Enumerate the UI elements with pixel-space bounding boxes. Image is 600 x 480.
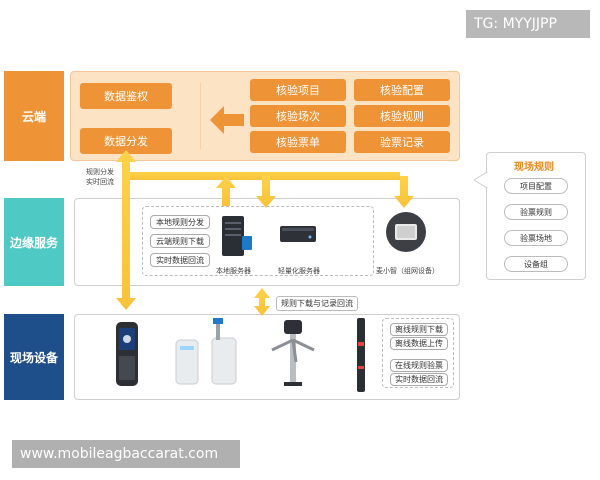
watermark-bottom: www.mobileagbaccarat.com bbox=[20, 446, 219, 462]
offline-rule-download-tag: 离线规则下载 bbox=[390, 323, 448, 336]
handheld-terminal-icon bbox=[116, 322, 138, 386]
router-label: 麦小智（组网设备） bbox=[376, 267, 439, 275]
rule-item-device-group[interactable]: 设备组 bbox=[504, 256, 568, 272]
check-session-button[interactable]: 核验场次 bbox=[250, 105, 346, 127]
ticket-record-button[interactable]: 验票记录 bbox=[354, 131, 450, 153]
realtime-return-label: 实时回流 bbox=[86, 178, 114, 186]
rule-item-project-config[interactable]: 项目配置 bbox=[504, 178, 568, 194]
layer-edge-label: 边缘服务 bbox=[4, 198, 64, 286]
cloud-rule-download-tag: 云端规则下载 bbox=[150, 234, 210, 248]
layer-site-label: 现场设备 bbox=[4, 314, 64, 400]
layer-cloud-label: 云端 bbox=[4, 71, 64, 161]
turnstile-gate-icon bbox=[175, 318, 237, 385]
light-server-label: 轻量化服务器 bbox=[278, 267, 320, 275]
router-icon bbox=[386, 212, 426, 252]
left-arrow-icon bbox=[210, 106, 244, 134]
local-server-icon bbox=[222, 216, 252, 256]
light-server-icon bbox=[280, 226, 316, 242]
rule-dist-label: 规则分发 bbox=[86, 168, 114, 176]
rule-download-label: 规则下载与记录回流 bbox=[276, 296, 358, 311]
check-config-button[interactable]: 核验配置 bbox=[354, 79, 450, 101]
rule-item-ticket-venue[interactable]: 验票场地 bbox=[504, 230, 568, 246]
realtime-data-return-tag: 实时数据回流 bbox=[150, 253, 210, 267]
kiosk-pole-icon bbox=[357, 318, 365, 392]
rule-item-ticket-rule[interactable]: 验票规则 bbox=[504, 204, 568, 220]
site-rules-pointer bbox=[474, 172, 488, 188]
data-auth-button[interactable]: 数据鉴权 bbox=[80, 83, 172, 109]
realtime-data-return-site-tag: 实时数据回流 bbox=[390, 373, 448, 386]
local-rule-dist-tag: 本地规则分发 bbox=[150, 215, 210, 229]
tripod-turnstile-icon bbox=[271, 320, 315, 386]
online-rule-check-tag: 在线规则验票 bbox=[390, 359, 448, 372]
watermark-bottom-bg bbox=[12, 440, 240, 468]
offline-data-upload-tag: 离线数据上传 bbox=[390, 337, 448, 350]
check-rule-button[interactable]: 核验规则 bbox=[354, 105, 450, 127]
data-distribution-button[interactable]: 数据分发 bbox=[80, 128, 172, 154]
local-server-label: 本地服务器 bbox=[216, 267, 251, 275]
watermark-top: TG: MYYJJPP bbox=[474, 16, 557, 32]
check-ticket-button[interactable]: 核验票单 bbox=[250, 131, 346, 153]
watermark-top-bg bbox=[466, 10, 590, 38]
site-rules-title: 现场规则 bbox=[514, 162, 554, 173]
check-project-button[interactable]: 核验项目 bbox=[250, 79, 346, 101]
cloud-divider bbox=[200, 82, 201, 150]
